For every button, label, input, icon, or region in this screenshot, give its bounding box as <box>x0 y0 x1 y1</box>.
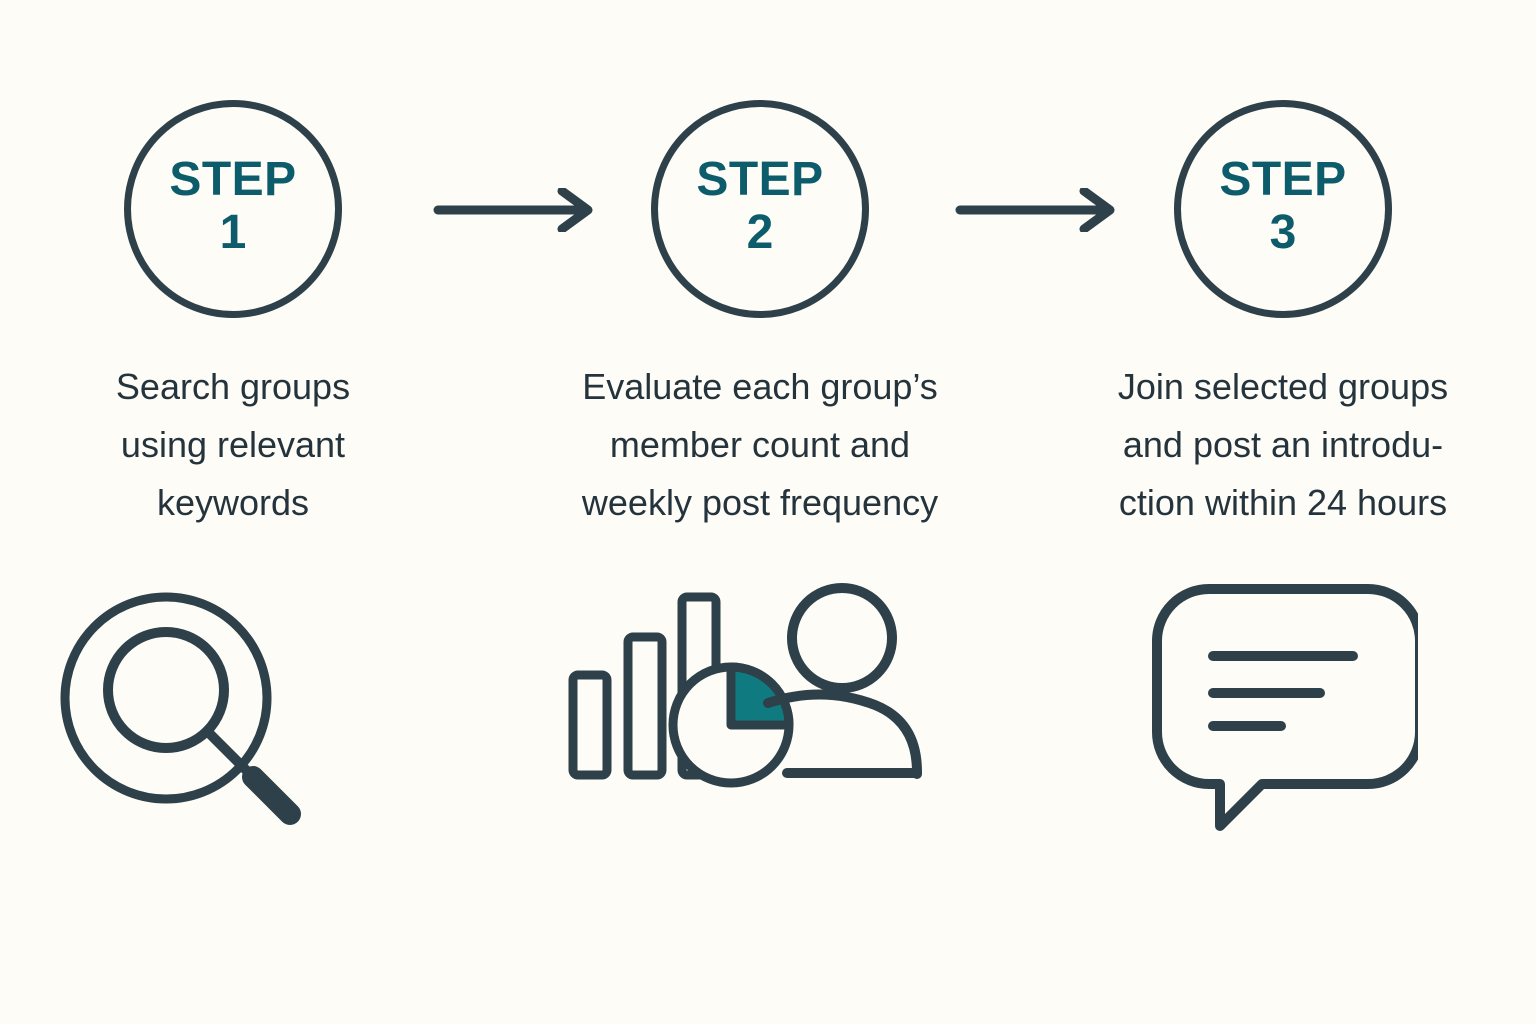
step-badge-2: STEP 2 <box>651 100 869 318</box>
bar-1 <box>568 670 612 780</box>
step-caption-1: Search groups using relevant keywords <box>115 366 351 523</box>
step-badge-word-2: STEP <box>696 153 824 207</box>
step-badge-1: STEP 1 <box>124 100 342 318</box>
step-badge-number-3: 3 <box>1269 206 1297 260</box>
person-head <box>787 583 897 693</box>
step-badge-number-1: 1 <box>219 206 247 260</box>
arrow-step1-to-step2 <box>433 188 593 232</box>
step-column-3: STEP 3 Join selected groups and post an … <box>1063 0 1503 1024</box>
pie-slice-teal <box>726 662 794 730</box>
bar-2 <box>623 632 667 780</box>
step-icon-wrap-2 <box>540 580 980 870</box>
arrow-step2-to-step3 <box>955 188 1115 232</box>
step-icon-wrap-3 <box>1063 580 1503 870</box>
speech-bubble-icon <box>1152 584 1418 831</box>
step-badge-3: STEP 3 <box>1174 100 1392 318</box>
step-badge-word-1: STEP <box>169 153 297 207</box>
step-caption-2: Evaluate each group’s member count and w… <box>581 366 939 523</box>
person-shoulders <box>763 689 922 779</box>
step-badge-word-3: STEP <box>1219 153 1347 207</box>
magnifying-glass-icon <box>60 592 301 825</box>
step-icon-wrap-1 <box>13 580 488 870</box>
speech-bubble-outline <box>1152 584 1418 831</box>
step-column-2: STEP 2 Evaluate each group’s member coun… <box>540 0 980 1024</box>
bar-chart-pie-person-icon <box>568 583 922 788</box>
step-column-1: STEP 1 Search groups using relevant keyw… <box>13 0 453 1024</box>
step-badge-number-2: 2 <box>746 206 774 260</box>
step-caption-3: Join selected groups and post an introdu… <box>1117 366 1449 523</box>
